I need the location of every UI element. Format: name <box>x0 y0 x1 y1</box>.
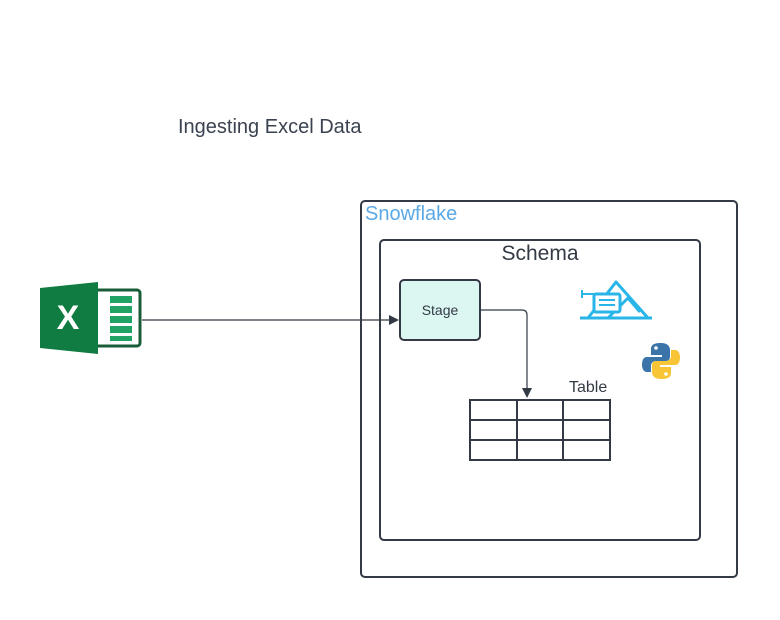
python-icon <box>642 343 680 379</box>
table-label: Table <box>569 379 608 396</box>
snowflake-snowpark-icon <box>580 280 652 320</box>
diagram-title: Ingesting Excel Data <box>178 116 362 138</box>
stage-node[interactable]: Stage <box>399 279 481 341</box>
snowflake-container <box>360 200 738 578</box>
stage-label: Stage <box>421 302 459 318</box>
table-icon[interactable] <box>469 399 611 461</box>
schema-container <box>379 239 701 541</box>
excel-icon-letter: X <box>57 299 80 337</box>
snowflake-label: Snowflake <box>365 203 458 225</box>
excel-icon: X <box>40 282 142 354</box>
stage-to-table-arrow <box>481 309 532 398</box>
schema-label: Schema <box>501 242 579 265</box>
